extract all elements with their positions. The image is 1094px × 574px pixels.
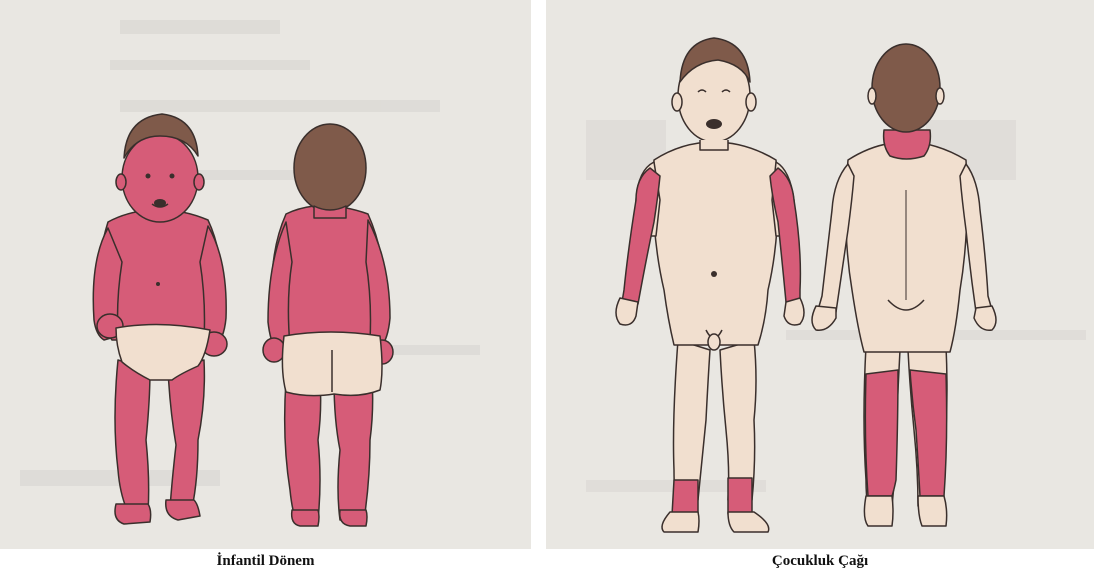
childhood-illustration-panel bbox=[546, 0, 1094, 549]
infant-figures bbox=[0, 0, 531, 549]
childhood-figures bbox=[546, 0, 1094, 549]
infant-illustration-panel bbox=[0, 0, 531, 549]
childhood-caption: Çocukluk Çağı bbox=[546, 549, 1094, 574]
infant-caption: İnfantil Dönem bbox=[0, 549, 531, 574]
